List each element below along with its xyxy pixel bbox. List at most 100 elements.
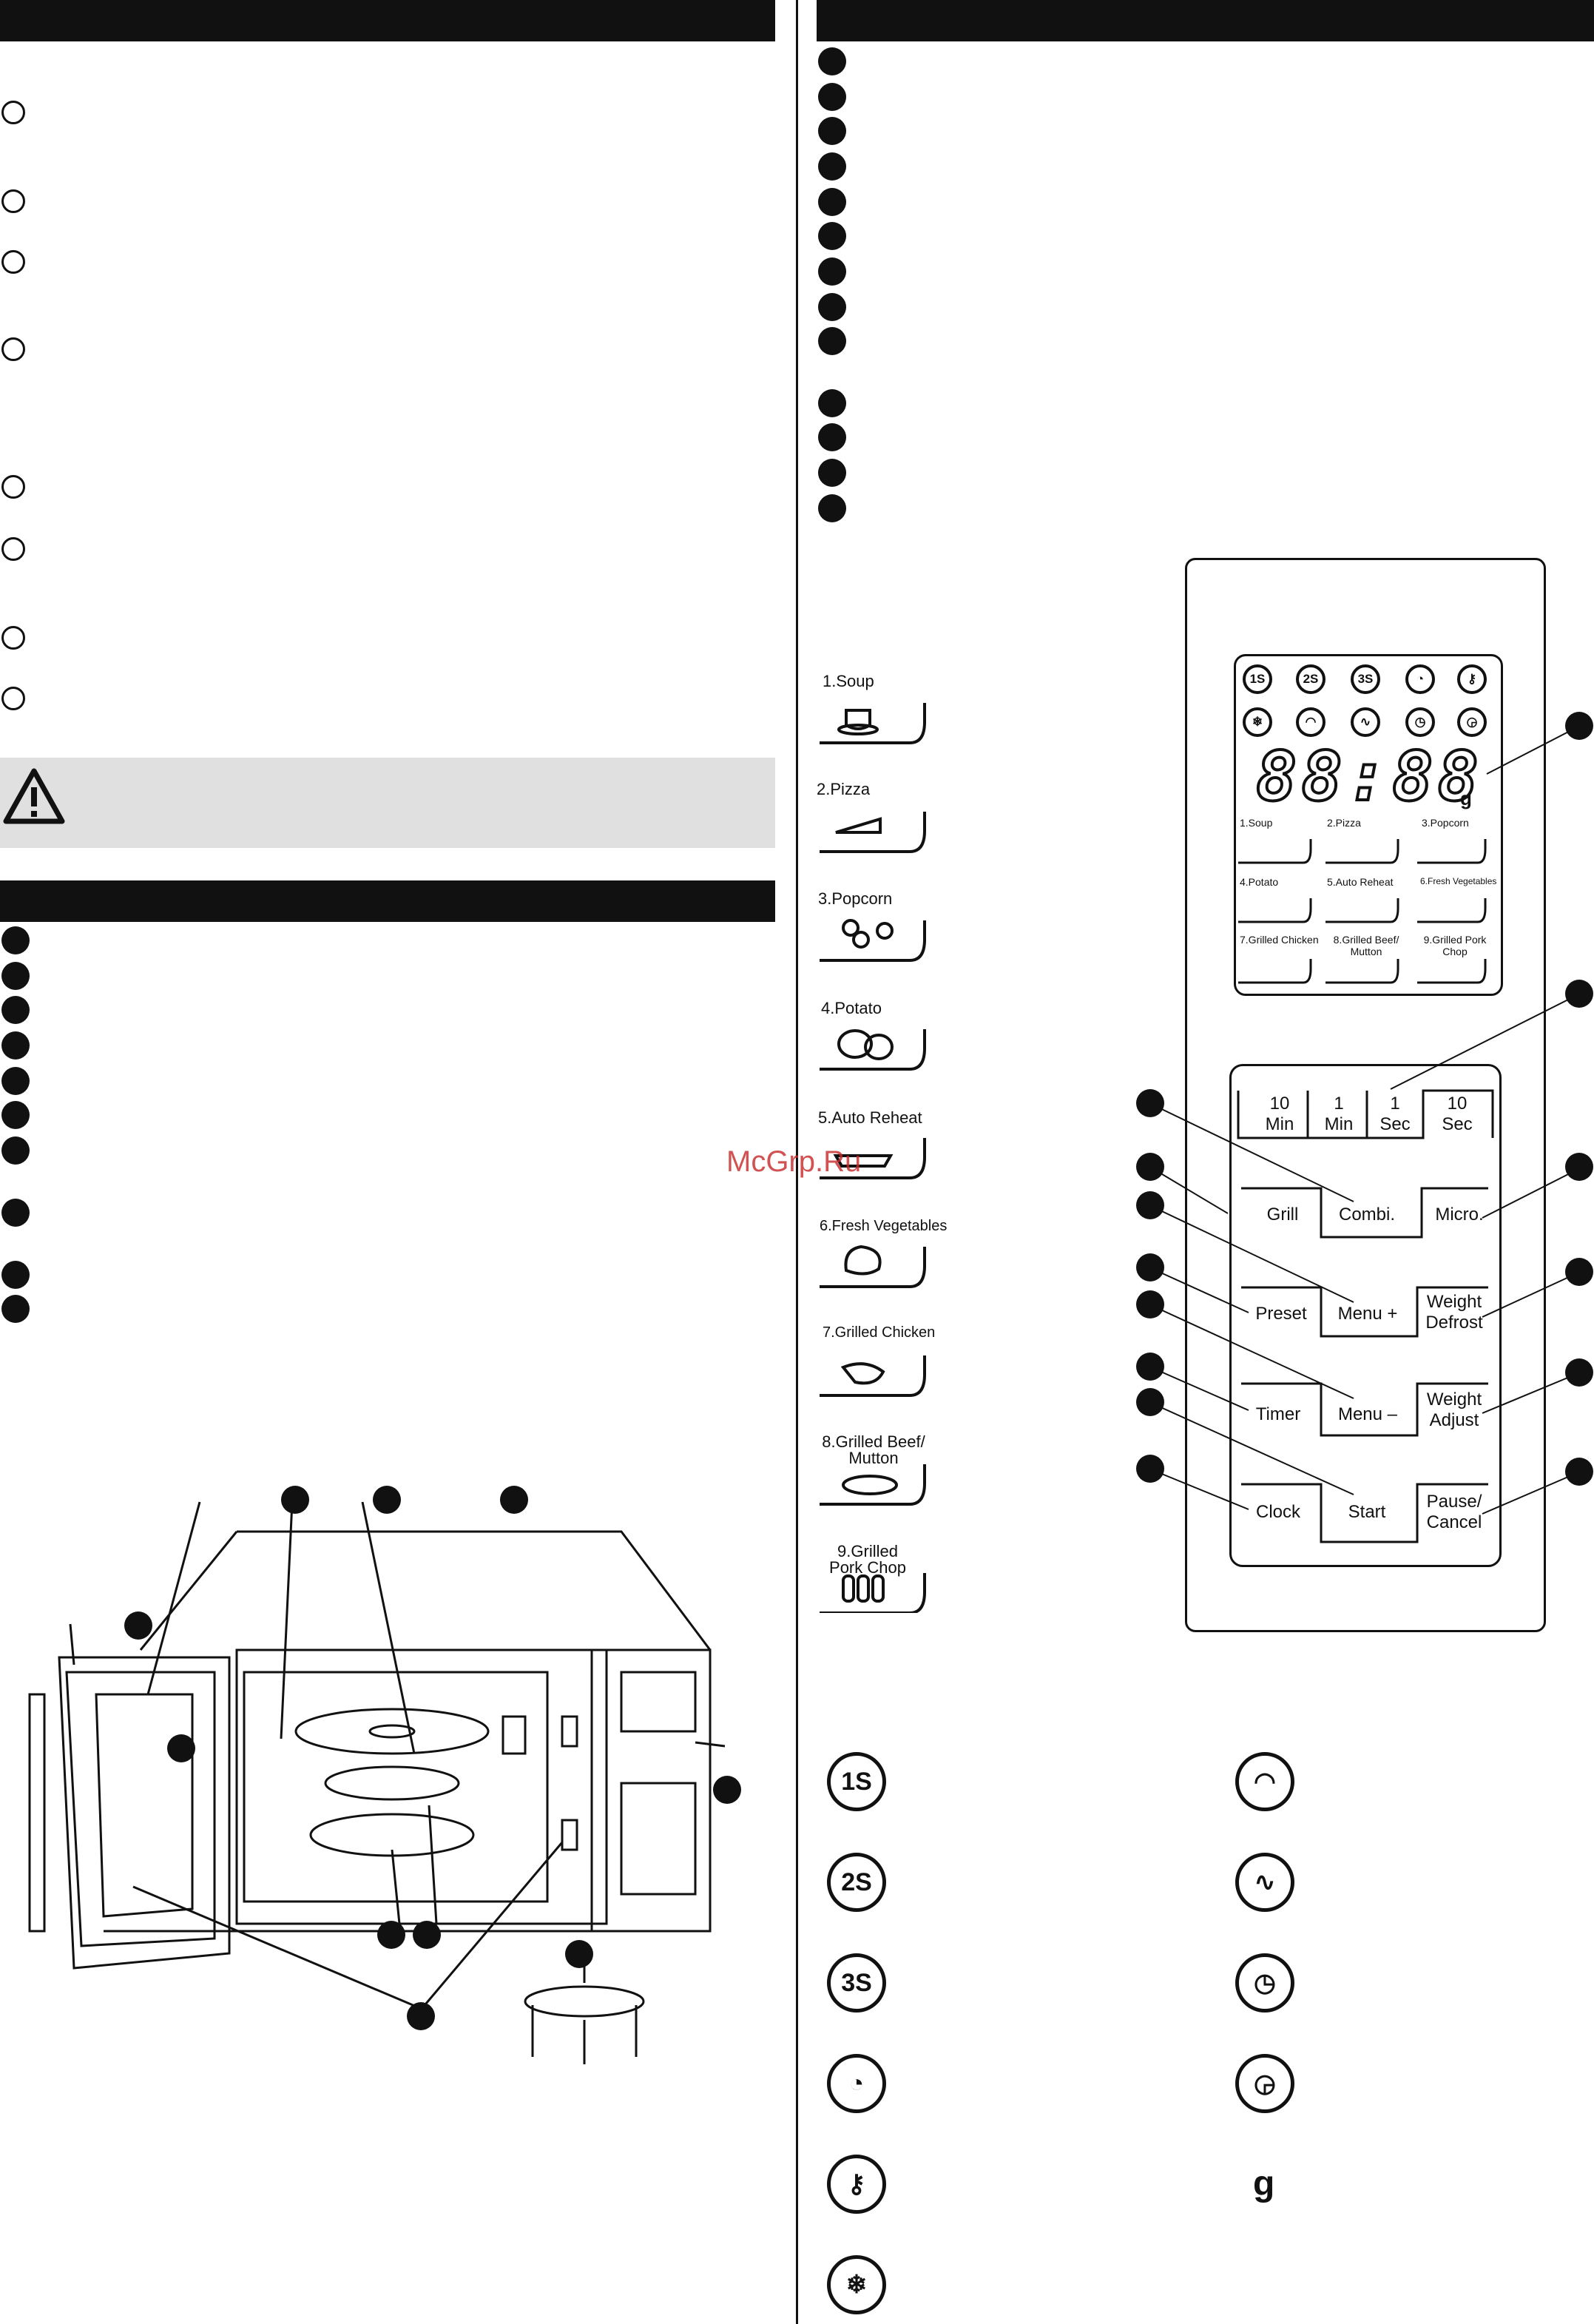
microwave-callout	[373, 1486, 401, 1514]
bullet-filled	[818, 83, 846, 111]
display-menu-chicken: 7.Grilled Chicken	[1240, 934, 1319, 946]
micro-icon: ∿	[1351, 707, 1380, 737]
legend-g-symbol: g	[1253, 2164, 1275, 2203]
callout-marker	[1136, 1153, 1164, 1181]
callout-marker	[1136, 1253, 1164, 1281]
microwave-callout	[407, 2002, 435, 2030]
preset-button[interactable]: Preset	[1255, 1304, 1307, 1324]
microwave-illustration	[28, 1501, 726, 2064]
clock-icon: ◷	[1405, 707, 1435, 737]
weight-adjust-button[interactable]: Weight Adjust	[1426, 1390, 1482, 1430]
right-header-bar	[817, 0, 1594, 41]
potato-icon	[820, 1029, 926, 1071]
display-digits: 88:88	[1254, 735, 1483, 818]
legend-defrost-icon: ❄	[827, 2255, 886, 2314]
callout-marker	[1136, 1388, 1164, 1416]
microwave-callout	[500, 1486, 528, 1514]
bullet-open	[1, 537, 25, 561]
callout-marker	[1565, 1153, 1593, 1181]
display-unit: g	[1460, 787, 1472, 809]
2s-icon: 2S	[1296, 664, 1325, 694]
warning-icon	[3, 768, 65, 824]
bullet-filled	[818, 389, 846, 417]
display-menu-beef: 8.Grilled Beef/ Mutton	[1333, 934, 1399, 957]
menu-label-potato: 4.Potato	[821, 999, 882, 1017]
display-menu-potato: 4.Potato	[1240, 876, 1279, 888]
micro-button[interactable]: Micro.	[1435, 1205, 1484, 1225]
bullet-open	[1, 475, 25, 499]
bullet-filled	[1, 1101, 30, 1129]
bullet-filled	[1, 996, 30, 1024]
bullet-filled	[818, 117, 846, 145]
callout-marker	[1136, 1191, 1164, 1219]
callout-marker	[1565, 1358, 1593, 1387]
legend-delay-icon: ◶	[1235, 2054, 1294, 2113]
bullet-filled	[818, 152, 846, 181]
microwave-callout	[377, 1921, 405, 1949]
bullet-open	[1, 687, 25, 710]
chicken-icon	[820, 1355, 926, 1397]
bullet-filled	[818, 459, 846, 487]
bullet-filled	[1, 1067, 30, 1095]
bullet-filled	[818, 188, 846, 216]
bullet-filled	[1, 1199, 30, 1227]
menu-plus-button[interactable]: Menu +	[1337, 1304, 1398, 1324]
bullet-open	[1, 101, 25, 124]
legend-micro-icon: ∿	[1235, 1853, 1294, 1912]
beef-icon	[820, 1464, 926, 1506]
combi-button[interactable]: Combi.	[1338, 1205, 1396, 1225]
bullet-filled	[818, 257, 846, 286]
microwave-callout	[565, 1940, 593, 1968]
left-header-bar	[0, 0, 775, 41]
defrost-icon: ❄	[1243, 707, 1272, 737]
callout-marker	[1565, 980, 1593, 1008]
bullet-filled	[818, 47, 846, 75]
microwave-callout	[413, 1921, 441, 1949]
bullet-open	[1, 189, 25, 213]
callout-marker	[1136, 1455, 1164, 1483]
bullet-filled	[1, 962, 30, 990]
bullet-filled	[1, 1261, 30, 1289]
timer-icon: ◔	[1405, 664, 1435, 694]
callout-marker	[1136, 1290, 1164, 1318]
bullet-filled	[818, 327, 846, 355]
auto-reheat-icon	[820, 1138, 926, 1179]
menu-label-fresh-vegetables: 6.Fresh Vegetables	[820, 1218, 948, 1234]
watermark: McGrp.Ru	[726, 1145, 862, 1178]
menu-label-grilled-chicken: 7.Grilled Chicken	[823, 1324, 936, 1341]
display-menu-pork: 9.Grilled Pork Chop	[1423, 934, 1487, 957]
legend-1s-icon: 1S	[827, 1752, 886, 1811]
vegetables-icon	[820, 1244, 926, 1288]
display-menu-auto-reheat: 5.Auto Reheat	[1327, 876, 1394, 888]
display-menu-vegetables: 6.Fresh Vegetables	[1420, 876, 1497, 886]
menu-minus-button[interactable]: Menu –	[1337, 1404, 1398, 1424]
timer-button[interactable]: Timer	[1255, 1404, 1301, 1424]
weight-defrost-button[interactable]: Weight Defrost	[1425, 1292, 1483, 1333]
menu-label-auto-reheat: 5.Auto Reheat	[818, 1108, 922, 1127]
menu-label-grilled-beef: 8.Grilled Beef/ Mutton	[822, 1432, 925, 1467]
microwave-callout	[124, 1611, 152, 1640]
callout-marker	[1565, 712, 1593, 740]
display-menu-soup: 1.Soup	[1240, 817, 1273, 829]
delay-icon: ◶	[1457, 707, 1487, 737]
pause-cancel-button[interactable]: Pause/ Cancel	[1426, 1492, 1482, 1532]
display-menu-brackets	[1238, 839, 1487, 984]
bullet-filled	[1, 1031, 30, 1060]
callout-marker	[1136, 1353, 1164, 1381]
bullet-filled	[818, 423, 846, 451]
callout-marker	[1565, 1458, 1593, 1486]
legend-3s-icon: 3S	[827, 1953, 886, 2013]
soup-icon	[820, 703, 926, 744]
clock-button[interactable]: Clock	[1255, 1502, 1300, 1522]
microwave-callout	[713, 1776, 741, 1804]
popcorn-icon	[820, 919, 926, 962]
legend-lock-icon: ⚷	[827, 2155, 886, 2214]
grill-icon: ◠	[1296, 707, 1325, 737]
start-button[interactable]: Start	[1348, 1502, 1386, 1522]
grill-button[interactable]: Grill	[1266, 1205, 1299, 1225]
legend-2s-icon: 2S	[827, 1853, 886, 1912]
